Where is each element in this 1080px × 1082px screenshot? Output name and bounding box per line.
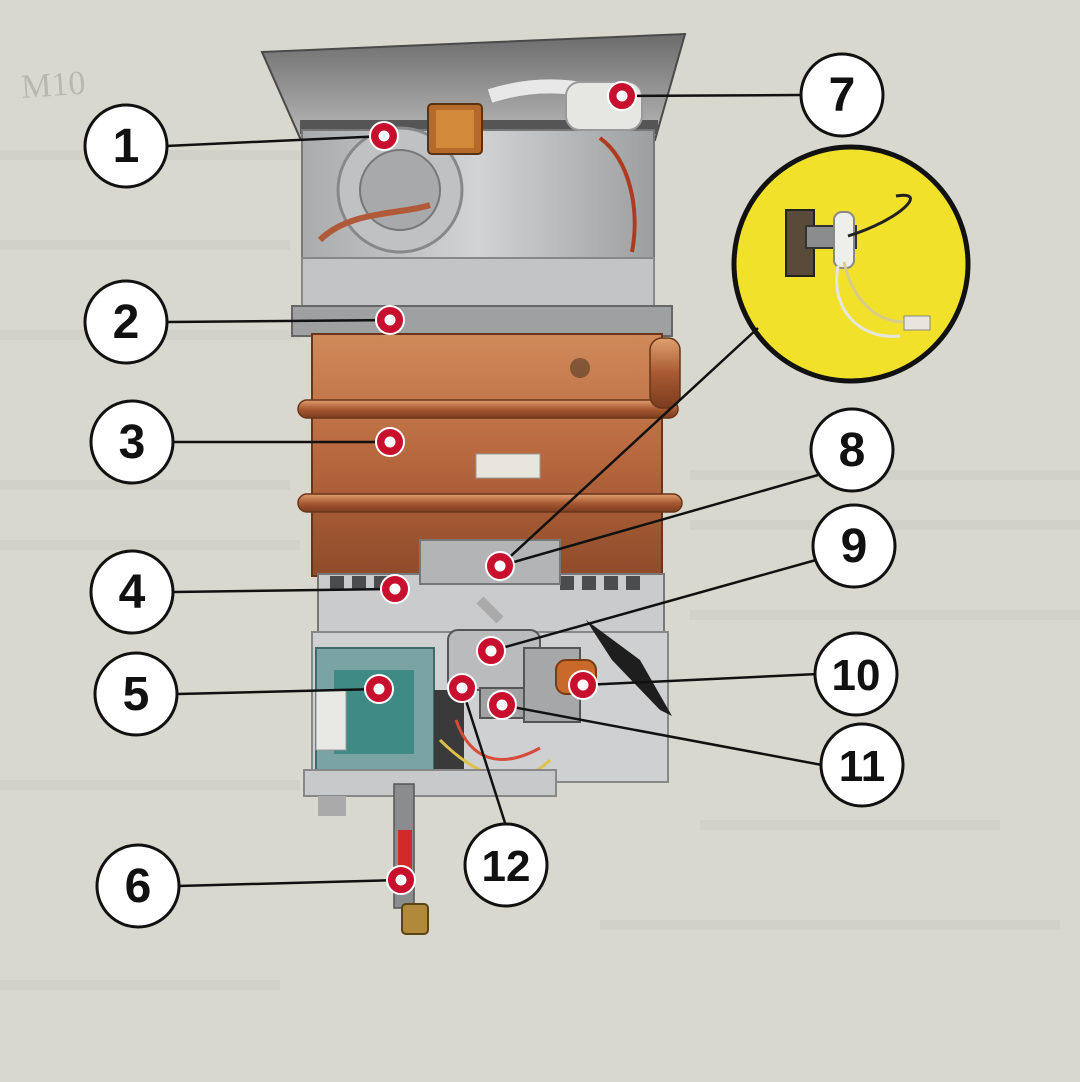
callout-9: 9: [811, 503, 897, 589]
callout-label: 3: [119, 416, 146, 469]
callout-4: 4: [89, 549, 175, 635]
callout-3: 3: [89, 399, 175, 485]
callout-label: 10: [832, 651, 881, 700]
callout-label: 2: [113, 296, 140, 349]
marker-11: [487, 690, 517, 720]
callout-label: 12: [482, 842, 531, 891]
callout-label: 4: [119, 566, 146, 619]
callout-label: 9: [841, 520, 868, 573]
callout-circle: [83, 279, 169, 365]
callout-label: 11: [839, 742, 886, 791]
marker-7: [607, 81, 637, 111]
marker-10: [568, 670, 598, 700]
marker-9: [476, 636, 506, 666]
callout-circle: [95, 843, 181, 929]
marker-2: [375, 305, 405, 335]
marker-3: [375, 427, 405, 457]
callout-5: 5: [93, 651, 179, 737]
callout-circle: [93, 651, 179, 737]
callout-8: 8: [809, 407, 895, 493]
callout-2: 2: [83, 279, 169, 365]
handwritten-note: M10: [20, 65, 87, 106]
marker-5: [364, 674, 394, 704]
marker-1: [369, 121, 399, 151]
callout-1: 1: [83, 103, 169, 189]
callout-10: 10: [813, 631, 899, 717]
callout-circle: [811, 503, 897, 589]
pilot-detail-inset: [731, 144, 971, 384]
callout-label: 7: [829, 69, 856, 122]
callout-label: 1: [113, 120, 140, 173]
callout-circle: [809, 407, 895, 493]
callout-circle: [819, 722, 905, 808]
leader-lines: [165, 93, 823, 888]
callout-7: 7: [799, 52, 885, 138]
marker-6: [386, 865, 416, 895]
callout-circle: [463, 822, 549, 908]
callout-circle: [89, 549, 175, 635]
callout-6: 6: [95, 843, 181, 929]
callout-circle: [813, 631, 899, 717]
callout-circle: [83, 103, 169, 189]
gas-strip: [586, 620, 672, 716]
callout-label: 5: [123, 668, 150, 721]
callout-12: 12: [463, 822, 549, 908]
callout-circle: [799, 52, 885, 138]
marker-8: [485, 551, 515, 581]
marker-group: [364, 81, 637, 895]
callout-11: 11: [819, 722, 905, 808]
marker-4: [380, 574, 410, 604]
callout-label: 6: [125, 860, 152, 913]
marker-12: [447, 673, 477, 703]
callout-label: 8: [839, 424, 866, 477]
callout-circle: [89, 399, 175, 485]
